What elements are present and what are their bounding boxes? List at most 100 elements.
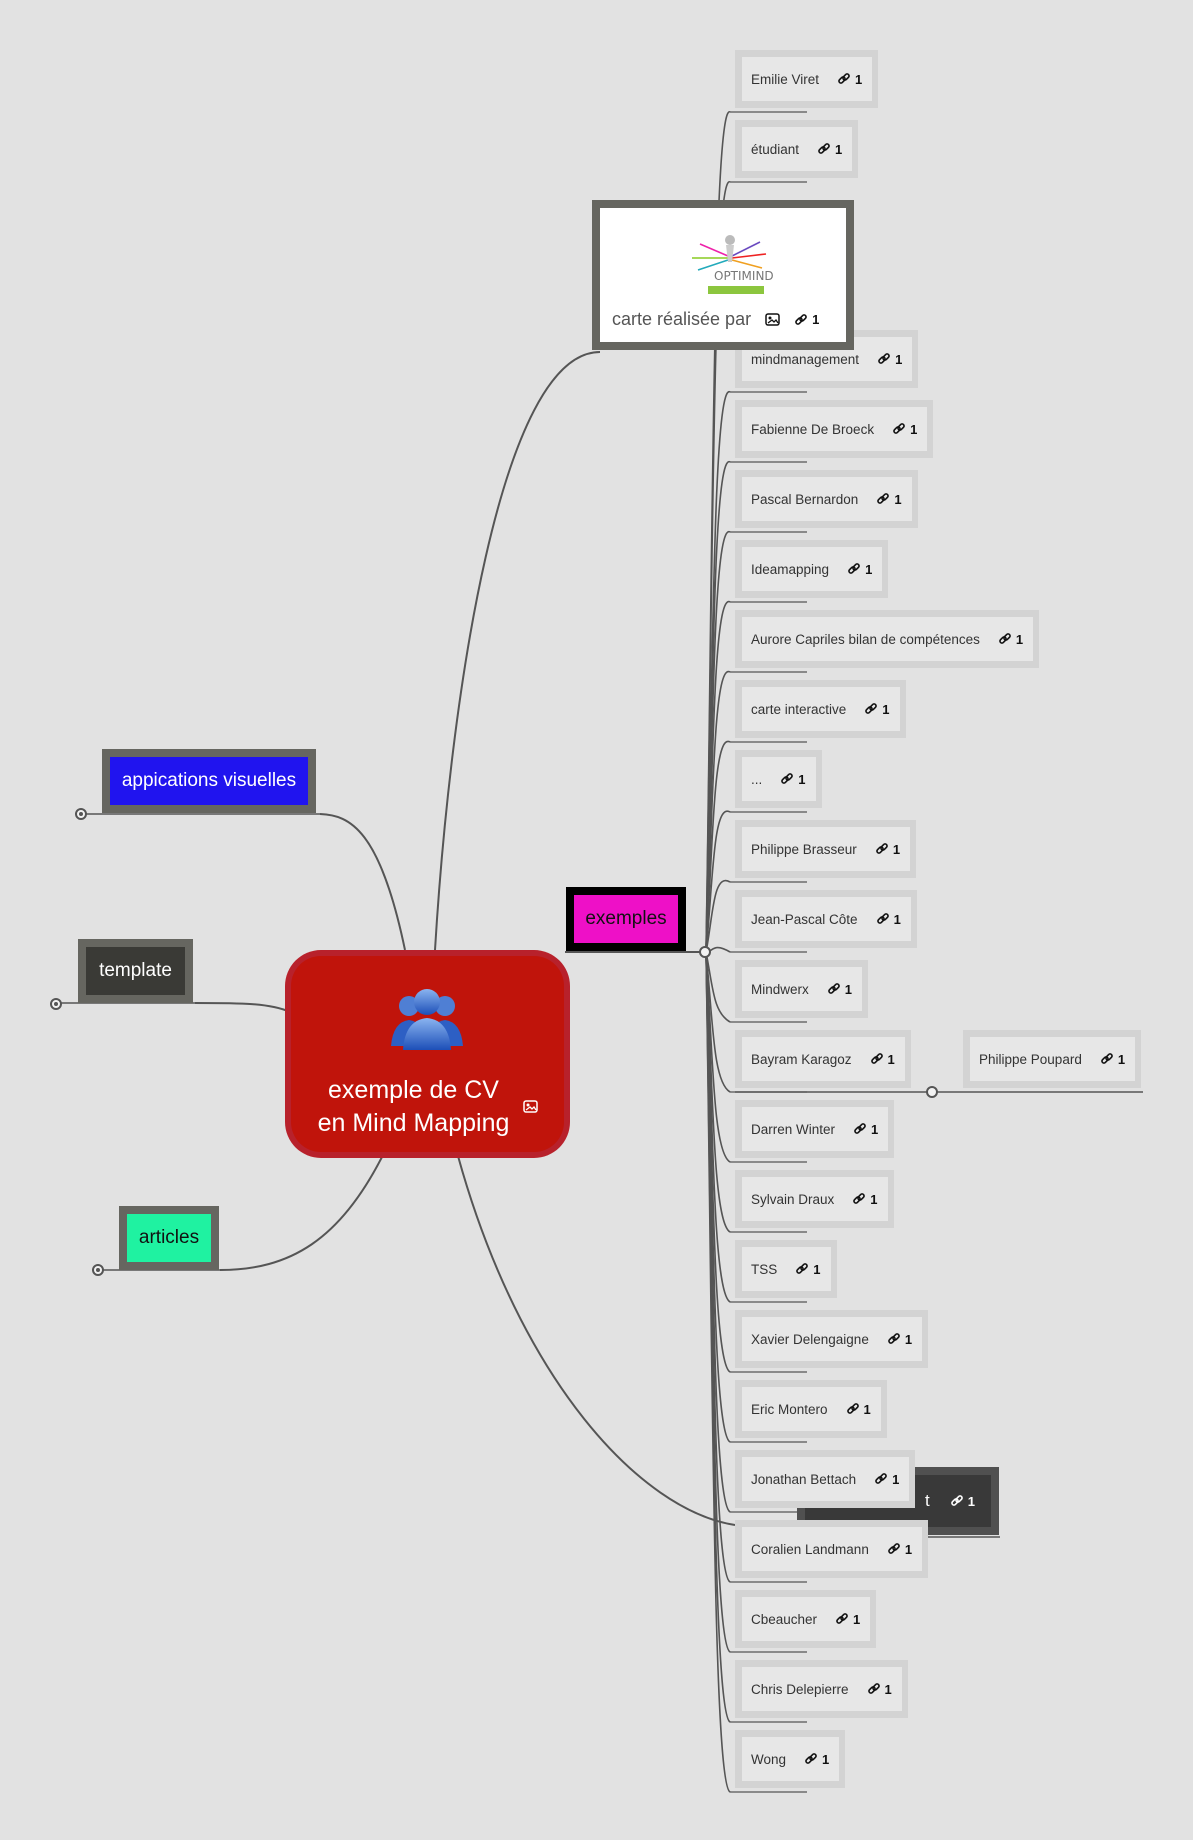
example-node[interactable]: Philippe Brasseur 1 <box>735 820 917 878</box>
collapse-toggle[interactable] <box>92 1264 104 1276</box>
link-badge[interactable]: 1 <box>852 1192 878 1207</box>
link-icon <box>846 1403 859 1414</box>
example-label: Sylvain Draux <box>751 1191 835 1207</box>
link-icon <box>1100 1053 1113 1064</box>
exemples-label: exemples <box>574 895 678 943</box>
link-icon <box>999 633 1011 644</box>
link-badge[interactable]: 1 <box>827 982 852 997</box>
collapse-toggle[interactable] <box>699 946 711 958</box>
link-icon <box>838 73 850 84</box>
central-topic[interactable]: exemple de CV en Mind Mapping <box>285 950 570 1158</box>
example-node[interactable]: Chris Delepierre 1 <box>735 1660 908 1718</box>
link-badge[interactable]: 1 <box>804 1752 829 1767</box>
collapse-toggle[interactable] <box>50 998 62 1010</box>
example-node[interactable]: ...1 <box>735 750 822 808</box>
svg-text:OPTIMIND: OPTIMIND <box>714 269 774 283</box>
carte-topic[interactable]: OPTIMIND carte réalisée par 1 <box>592 200 854 350</box>
example-label: Jean-Pascal Côte <box>751 911 858 927</box>
topic-label: articles <box>127 1214 211 1262</box>
example-node[interactable]: Darren Winter 1 <box>735 1100 895 1158</box>
example-label: Darren Winter <box>751 1121 836 1137</box>
link-badge[interactable]: 1 <box>875 842 900 857</box>
example-label: Philippe Brasseur <box>751 841 857 857</box>
example-node[interactable]: Fabienne De Broeck 1 <box>735 400 934 458</box>
link-badge[interactable]: 1 <box>837 72 862 87</box>
link-badge[interactable]: 1 <box>887 1542 912 1557</box>
example-label: mindmanagement <box>751 351 860 367</box>
exemples-topic[interactable]: exemples <box>566 887 686 951</box>
link-badge[interactable]: 1 <box>794 312 819 327</box>
link-badge[interactable]: 1 <box>780 772 806 787</box>
image-icon[interactable] <box>765 313 780 326</box>
example-label: Fabienne De Broeck <box>751 421 875 437</box>
hidden-topic-label: t <box>925 1491 930 1510</box>
link-badge[interactable]: 1 <box>867 1682 892 1697</box>
link-icon <box>865 703 878 714</box>
example-label: TSS <box>751 1261 778 1277</box>
example-node[interactable]: TSS 1 <box>735 1240 837 1298</box>
connector-line <box>194 1002 291 1013</box>
topic-template[interactable]: template <box>78 939 193 1003</box>
link-badge[interactable]: 1 <box>835 1612 860 1627</box>
link-icon <box>848 563 860 574</box>
optimind-logo: OPTIMIND <box>692 235 774 294</box>
link-icon <box>805 1753 817 1764</box>
link-icon <box>854 1123 866 1134</box>
link-badge[interactable]: 1 <box>817 142 842 157</box>
link-icon <box>878 353 890 364</box>
collapse-toggle[interactable] <box>75 808 87 820</box>
link-badge[interactable]: 1 <box>876 912 901 927</box>
link-badge[interactable]: 1 <box>870 1052 895 1067</box>
example-label: Emilie Viret <box>751 71 820 87</box>
connector-line <box>434 351 601 951</box>
connector-line <box>705 879 731 953</box>
central-title: exemple de CV en Mind Mapping <box>317 1076 510 1137</box>
link-badge[interactable]: 1 <box>864 702 890 717</box>
link-badge[interactable]: 1 <box>892 422 917 437</box>
link-icon <box>781 773 794 784</box>
link-badge[interactable]: 1 <box>874 1472 899 1487</box>
link-badge[interactable]: 1 <box>795 1262 821 1277</box>
link-icon <box>887 1333 900 1344</box>
link-badge[interactable]: 1 <box>846 1402 871 1417</box>
carte-label: carte réalisée par <box>612 309 752 329</box>
link-badge[interactable]: 1 <box>877 352 902 367</box>
image-icon[interactable] <box>523 1100 538 1113</box>
example-node[interactable]: Jean-Pascal Côte 1 <box>735 890 917 948</box>
collapse-toggle[interactable] <box>926 1086 938 1098</box>
link-badge[interactable]: 1 <box>1100 1052 1125 1067</box>
example-node[interactable]: Sylvain Draux 1 <box>735 1170 894 1228</box>
topic-applications-visuelles[interactable]: appications visuelles <box>102 749 316 813</box>
link-badge[interactable]: 1 <box>998 632 1023 647</box>
link-badge[interactable]: 1 <box>853 1122 878 1137</box>
link-badge[interactable]: 1 <box>950 1494 975 1509</box>
connector-line <box>705 740 731 953</box>
link-badge[interactable]: 1 <box>887 1332 912 1347</box>
connector-line <box>457 1155 736 1526</box>
link-badge[interactable]: 1 <box>876 492 902 507</box>
link-badge[interactable]: 1 <box>847 562 872 577</box>
example-label: Chris Delepierre <box>751 1681 849 1697</box>
link-icon <box>853 1193 866 1204</box>
connector-line <box>705 810 731 953</box>
sub-example-node[interactable]: Philippe Poupard 1 <box>963 1030 1142 1088</box>
topic-articles[interactable]: articles <box>119 1206 219 1270</box>
link-icon <box>870 1053 883 1064</box>
link-icon <box>818 143 830 154</box>
connector-line <box>319 813 406 951</box>
example-node[interactable]: Emilie Viret 1 <box>735 50 879 108</box>
